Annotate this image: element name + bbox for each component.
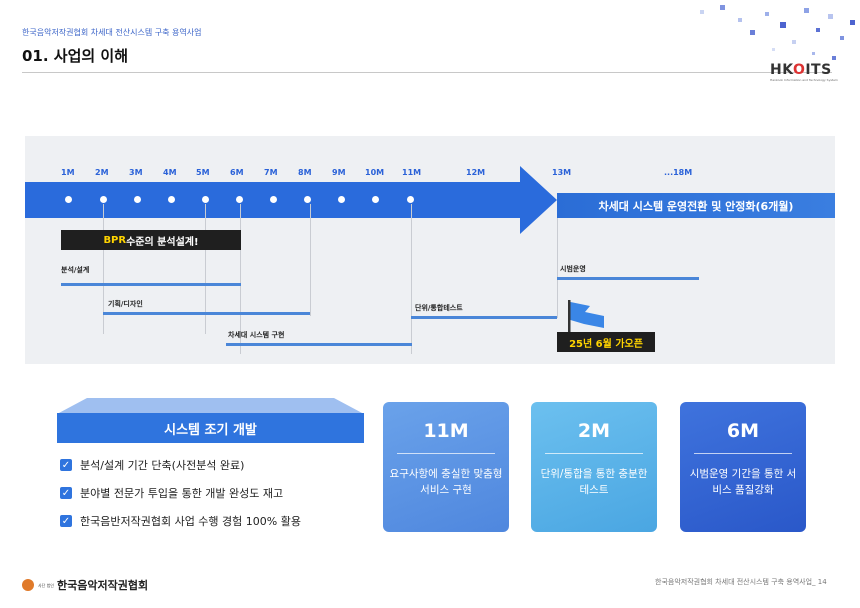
guide-line [103,204,104,334]
org-emblem-icon [22,579,34,591]
flag-icon [568,300,604,334]
duration-card-pilot: 6M 시범운영 기간을 통한 서비스 품질강화 [680,402,806,532]
early-development-header: 시스템 조기 개발 [57,413,364,443]
month-label: 1M [61,168,75,177]
guide-line [411,204,412,354]
phase-bar-pilot [557,277,699,280]
guide-line [205,204,206,334]
decorative-dots-pattern [700,5,855,60]
guide-line [310,204,311,316]
page-number: 한국음악저작권협회 차세대 전산시스템 구축 용역사업_ 14 [655,578,827,586]
phase-bar-planning [103,312,310,315]
phase-label-pilot: 시범운영 [560,265,586,273]
header-ribbon [57,398,364,414]
timeline-dot [270,196,277,203]
company-logo: HKOITS Hankook Information and Technolog… [770,62,838,82]
timeline-dot [372,196,379,203]
month-label: 11M [402,168,422,177]
guide-line [240,204,241,354]
timeline-dot [338,196,345,203]
timeline-panel [25,136,835,364]
phase-bar-test [411,316,557,319]
month-label: 3M [129,168,143,177]
timeline-arrow [25,166,557,234]
timeline-dot [134,196,141,203]
timeline-dot [100,196,107,203]
month-label: 13M [552,168,572,177]
month-label: 10M [365,168,385,177]
stabilization-banner: 차세대 시스템 운영전환 및 안정화(6개월) [557,193,835,218]
duration-card-testing: 2M 단위/통합을 통한 충분한 테스트 [531,402,657,532]
benefit-item: ✓ 분야별 전문가 투입을 통한 개발 완성도 재고 [60,487,284,500]
phase-bar-build [226,343,412,346]
timeline-dot [407,196,414,203]
footer-logo: 사단 법인 한국음악저작권협회 [22,577,148,593]
timeline-dot [65,196,72,203]
month-label: 9M [332,168,346,177]
month-label: 2M [95,168,109,177]
phase-label-test: 단위/통합테스트 [415,304,463,312]
phase-bar-analysis [61,283,241,286]
title-divider [22,72,832,73]
phase-label-planning: 기획/디자인 [108,300,143,308]
month-label: 6M [230,168,244,177]
timeline-dot [236,196,243,203]
timeline-dot [304,196,311,203]
benefit-item: ✓ 분석/설계 기간 단축(사전분석 완료) [60,459,245,472]
month-label: ...18M [664,168,693,177]
month-label: 7M [264,168,278,177]
checkbox-icon: ✓ [60,459,72,471]
month-label: 8M [298,168,312,177]
checkbox-icon: ✓ [60,487,72,499]
phase-label-build: 차세대 시스템 구현 [228,331,285,339]
open-date-badge: 25년 6월 가오픈 [557,332,655,352]
month-label: 4M [163,168,177,177]
page-title: 01. 사업의 이해 [22,47,129,65]
bpr-callout: BPR 수준의 분석설계! [61,230,241,250]
timeline-dot [168,196,175,203]
duration-card-development: 11M 요구사항에 충실한 맞춤형 서비스 구현 [383,402,509,532]
guide-line [557,218,558,318]
benefit-item: ✓ 한국음반저작권협회 사업 수행 경험 100% 활용 [60,515,301,528]
month-label: 5M [196,168,210,177]
phase-label-analysis: 분석/설계 [61,266,90,274]
month-label: 12M [466,168,486,177]
header-subtitle: 한국음악저작권협회 차세대 전산시스템 구축 용역사업 [22,28,202,37]
timeline-dot [202,196,209,203]
checkbox-icon: ✓ [60,515,72,527]
